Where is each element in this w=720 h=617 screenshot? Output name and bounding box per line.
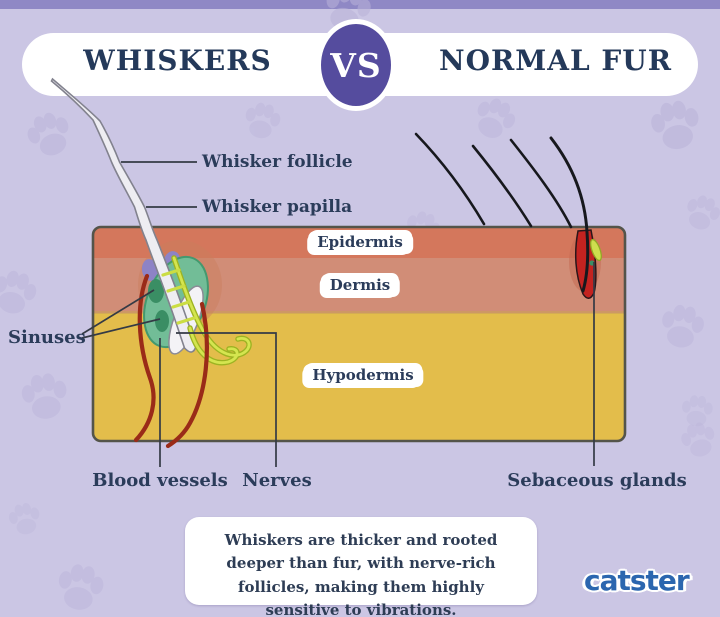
vs-badge: VS [316,19,396,111]
fur-follicle-shadow [569,232,601,292]
sebaceous-gland [589,238,602,266]
skin-block-outline [91,225,627,443]
whisker-shaft [50,77,197,353]
label-nerves: Nerves [242,470,312,491]
label-epidermis: Epidermis [309,232,411,253]
sinus-capsule [143,255,209,349]
summary-note-box: Whiskers are thicker and rooted deeper t… [185,517,537,617]
blood-vessels [133,273,209,449]
sinus-lower [155,310,169,332]
title-normal-fur: NORMAL FUR [439,44,672,77]
fur-hairs [414,132,573,229]
top-strip [0,0,720,9]
follicle-lobe [163,251,181,271]
label-sinuses: Sinuses [8,327,86,348]
label-dermis: Dermis [321,275,399,296]
nerve-fibers [161,255,252,366]
summary-note-text: Whiskers are thicker and rooted deeper t… [224,531,498,617]
follicle-shadow [138,240,222,330]
vs-badge-label: VS [330,45,382,85]
label-sebaceous-glands: Sebaceous glands [507,470,687,491]
follicle-lobe [188,268,204,288]
fur-follicle [574,229,597,299]
follicle-lobe [141,259,159,281]
label-whisker-papilla: Whisker papilla [202,197,353,217]
follicle-sheath [168,285,204,355]
label-hypodermis: Hypodermis [304,365,422,386]
title-whiskers: WHISKERS [83,44,272,77]
whisker-follicle-structure [141,251,209,355]
label-blood-vessels: Blood vessels [92,470,228,491]
sinus-upper [148,279,164,303]
label-whisker-follicle: Whisker follicle [202,152,353,172]
fur-hair-rooted [549,136,590,293]
catster-logo: catster [584,564,690,597]
